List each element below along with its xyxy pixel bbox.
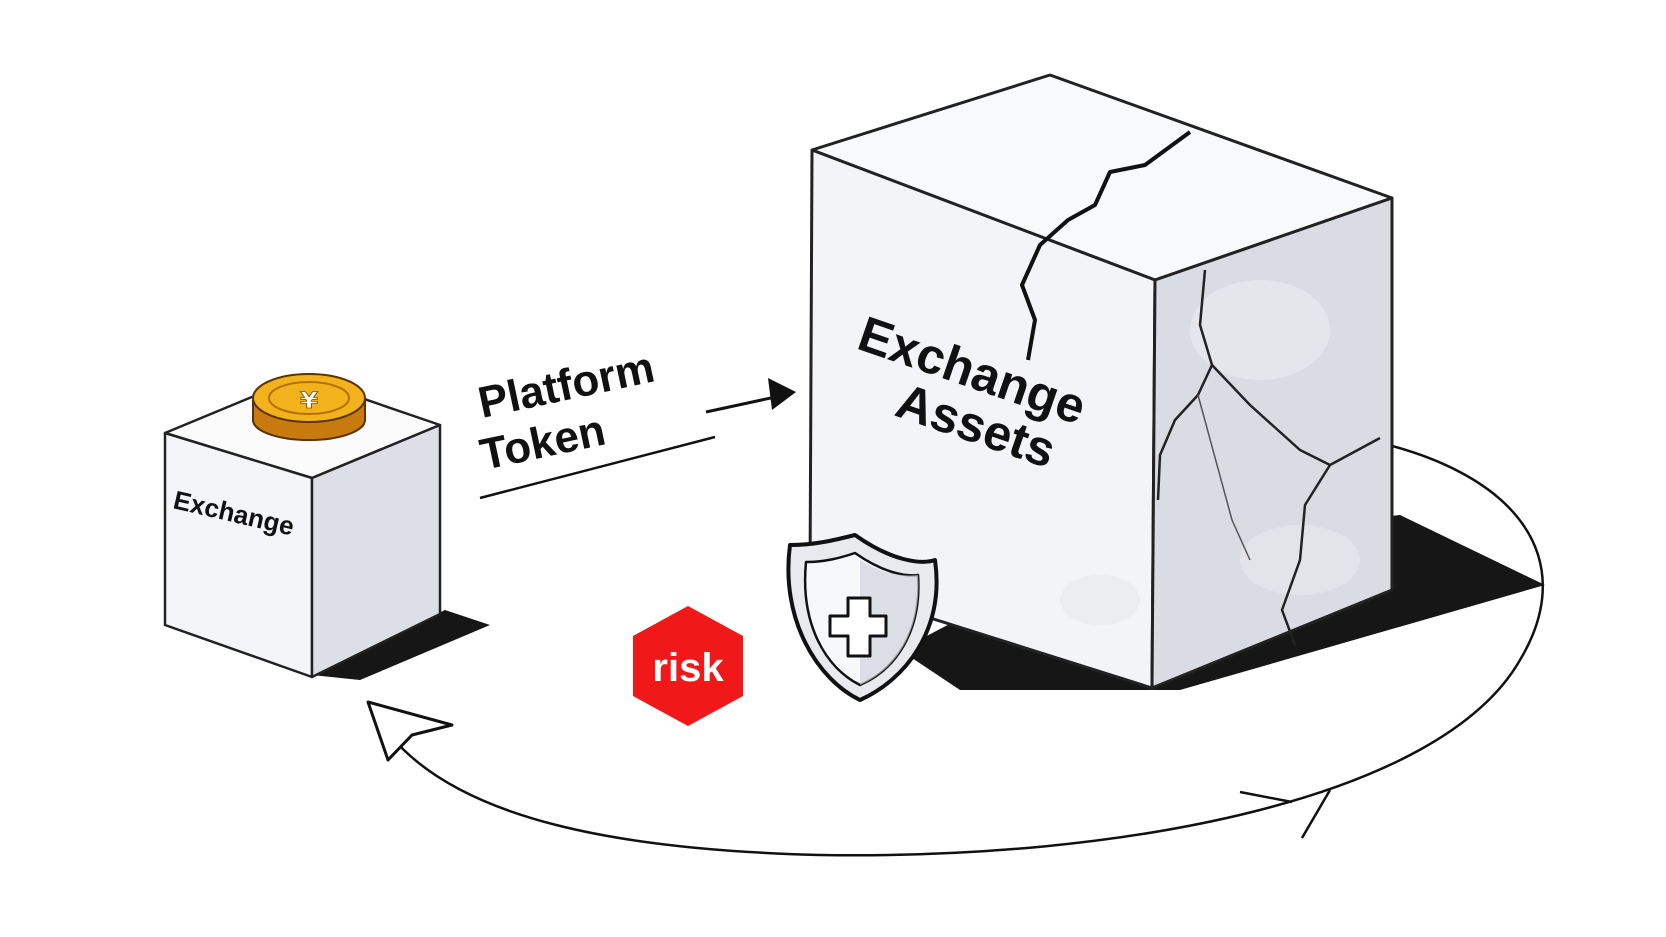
risk-badge: risk <box>633 606 743 726</box>
block-crack <box>1020 130 1192 361</box>
arrow-shaft <box>705 394 781 414</box>
platform-token-arrow: Platform Token <box>474 343 796 500</box>
cycle-tick-mark <box>1239 790 1293 804</box>
shield-icon <box>786 533 939 702</box>
cycle-loop <box>366 436 1545 857</box>
block-crack <box>1197 394 1251 561</box>
token-coin: ¥ <box>252 373 366 441</box>
risk-badge-label: risk <box>652 646 724 690</box>
small-block-shadow <box>312 610 490 680</box>
exchange-assets-block: Exchange Assets <box>808 73 1394 690</box>
coin-yen-icon: ¥ <box>300 388 318 414</box>
arrow-underline <box>479 435 716 500</box>
arrow-head-icon <box>768 378 796 410</box>
cycle-arrow-head-icon <box>366 700 454 762</box>
risk-badge-hexagon <box>633 606 743 726</box>
small-block-side-face <box>310 423 442 679</box>
block-crack <box>1280 464 1332 646</box>
small-exchange-block: Exchange <box>163 375 442 679</box>
shield-plus-icon <box>828 596 888 658</box>
cycle-loop-line <box>389 436 1545 857</box>
cycle-tick-mark <box>1300 789 1332 839</box>
block-crack <box>1211 364 1381 467</box>
